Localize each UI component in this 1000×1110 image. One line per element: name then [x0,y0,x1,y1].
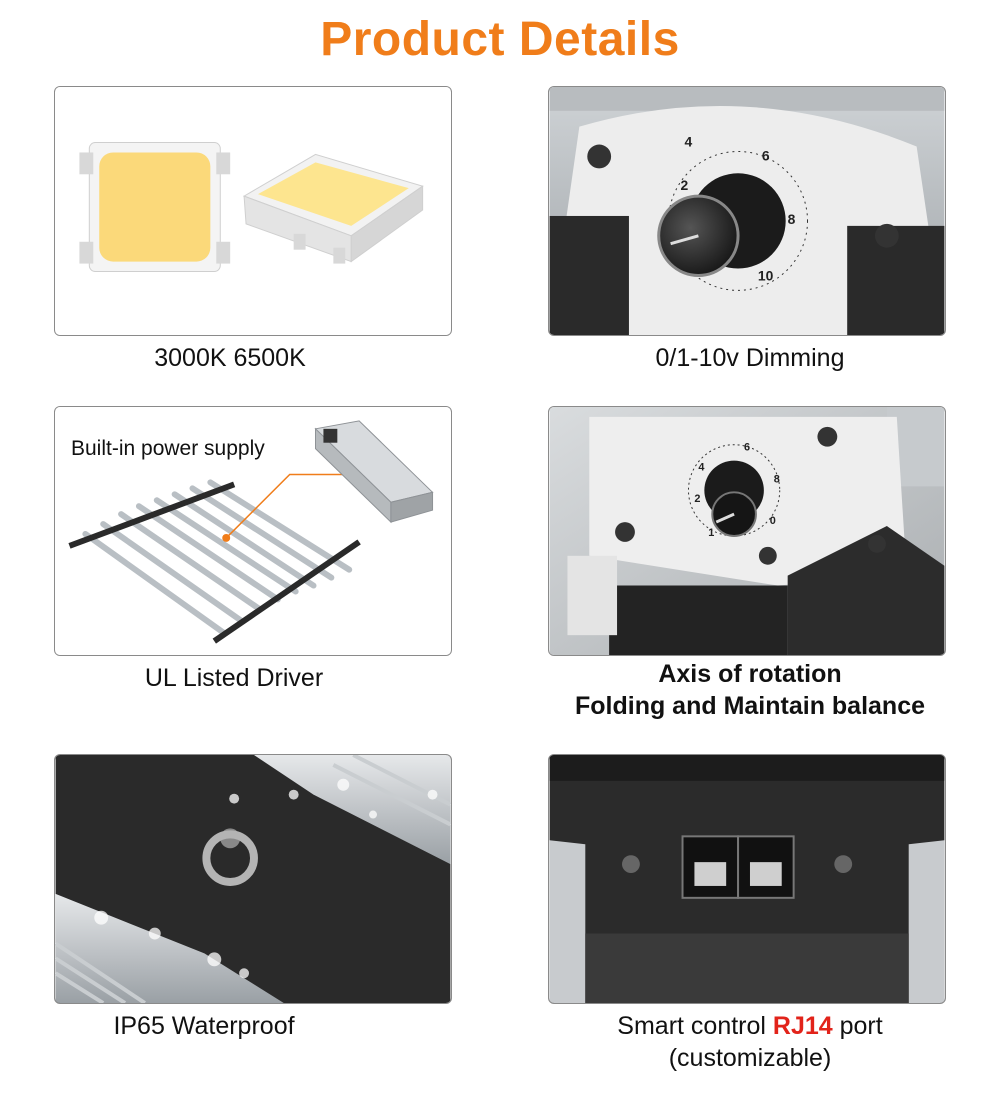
rotation-axis-image: 4 2 1 6 8 0 [548,406,946,656]
dial-label: 1 [708,527,714,539]
caption-rotation-line1: Axis of rotation [658,660,842,688]
caption-dimming: 0/1-10v Dimming [655,344,845,372]
dial-label: 2 [694,493,700,505]
dial-label: 4 [685,134,693,150]
page-title: Product Details [320,13,680,66]
dial-label: 2 [681,177,689,193]
caption-rotation: Axis of rotation Folding and Maintain ba… [540,658,960,722]
dial-label: 6 [744,442,750,454]
dial-label: 8 [788,211,796,227]
caption-smart-control-text: Smart control [617,1012,773,1040]
dial-label: 4 [698,461,704,473]
driver-image: Built-in power supply [54,406,452,656]
caption-rotation-line2: Folding and Maintain balance [574,692,926,720]
power-supply-label: Built-in power supply [71,437,265,460]
caption-driver: UL Listed Driver [144,664,324,692]
dial-label: 10 [758,267,774,283]
waterproof-image [54,754,452,1004]
dimming-knob-image: 2 4 6 8 10 [548,86,946,336]
caption-color-temp: 3000K 6500K [154,344,306,372]
dial-label: 6 [762,147,770,163]
dial-label: 0 [770,515,776,527]
caption-port-text: port [832,1012,883,1040]
rj14-highlight: RJ14 [772,1012,833,1040]
caption-smart-control: Smart control RJ14 port (customizable) [540,1010,960,1074]
rj14-port-image [548,754,946,1004]
dial-label: 8 [774,473,780,485]
caption-waterproof: IP65 Waterproof [113,1012,295,1040]
caption-customizable: (customizable) [668,1044,832,1072]
led-chip-image [54,86,452,336]
